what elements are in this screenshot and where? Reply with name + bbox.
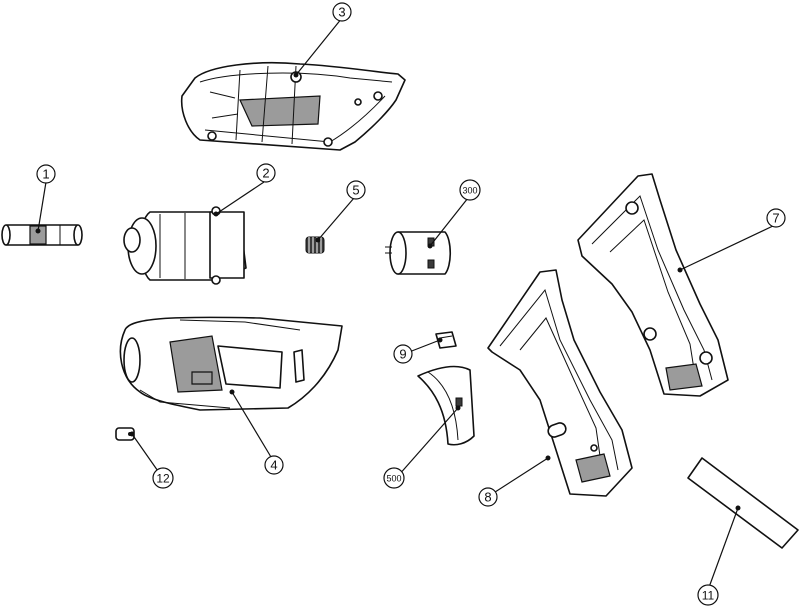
part-2-motor-gearbox (123, 206, 247, 285)
svg-text:11: 11 (702, 589, 715, 603)
svg-text:500: 500 (386, 474, 401, 484)
callout-4: 4 (264, 455, 284, 475)
svg-text:1: 1 (42, 167, 49, 182)
callout-3: 3 (332, 2, 352, 22)
leader-lines (35, 17, 776, 591)
part-1-shaft (1, 224, 83, 246)
part-11-label-plate (687, 457, 799, 549)
part-300-motor (385, 231, 452, 275)
svg-text:4: 4 (270, 458, 277, 473)
svg-text:2: 2 (262, 166, 269, 181)
callout-9: 9 (393, 344, 413, 364)
svg-text:8: 8 (484, 490, 491, 505)
callout-1: 1 (36, 164, 56, 184)
callout-11: 11 (697, 584, 719, 606)
part-5-gear (305, 236, 325, 254)
callout-2: 2 (256, 163, 276, 183)
part-3-upper-housing (180, 61, 406, 151)
callout-8: 8 (478, 487, 498, 507)
svg-text:3: 3 (338, 5, 345, 20)
callout-300: 300 (459, 179, 481, 201)
svg-text:5: 5 (352, 183, 359, 198)
part-7-right-handle-shell (577, 173, 729, 397)
part-500-curved-cover (417, 365, 475, 446)
callout-12: 12 (152, 467, 174, 489)
part-4-lower-housing (119, 316, 343, 411)
svg-text:300: 300 (462, 186, 477, 196)
svg-text:7: 7 (772, 211, 779, 226)
callout-7: 7 (766, 208, 786, 228)
part-8-left-handle-shell (487, 269, 633, 497)
svg-text:9: 9 (399, 347, 406, 362)
callout-500: 500 (383, 467, 405, 489)
svg-text:12: 12 (156, 472, 170, 486)
callout-5: 5 (346, 180, 366, 200)
part-9-switch (435, 331, 457, 349)
